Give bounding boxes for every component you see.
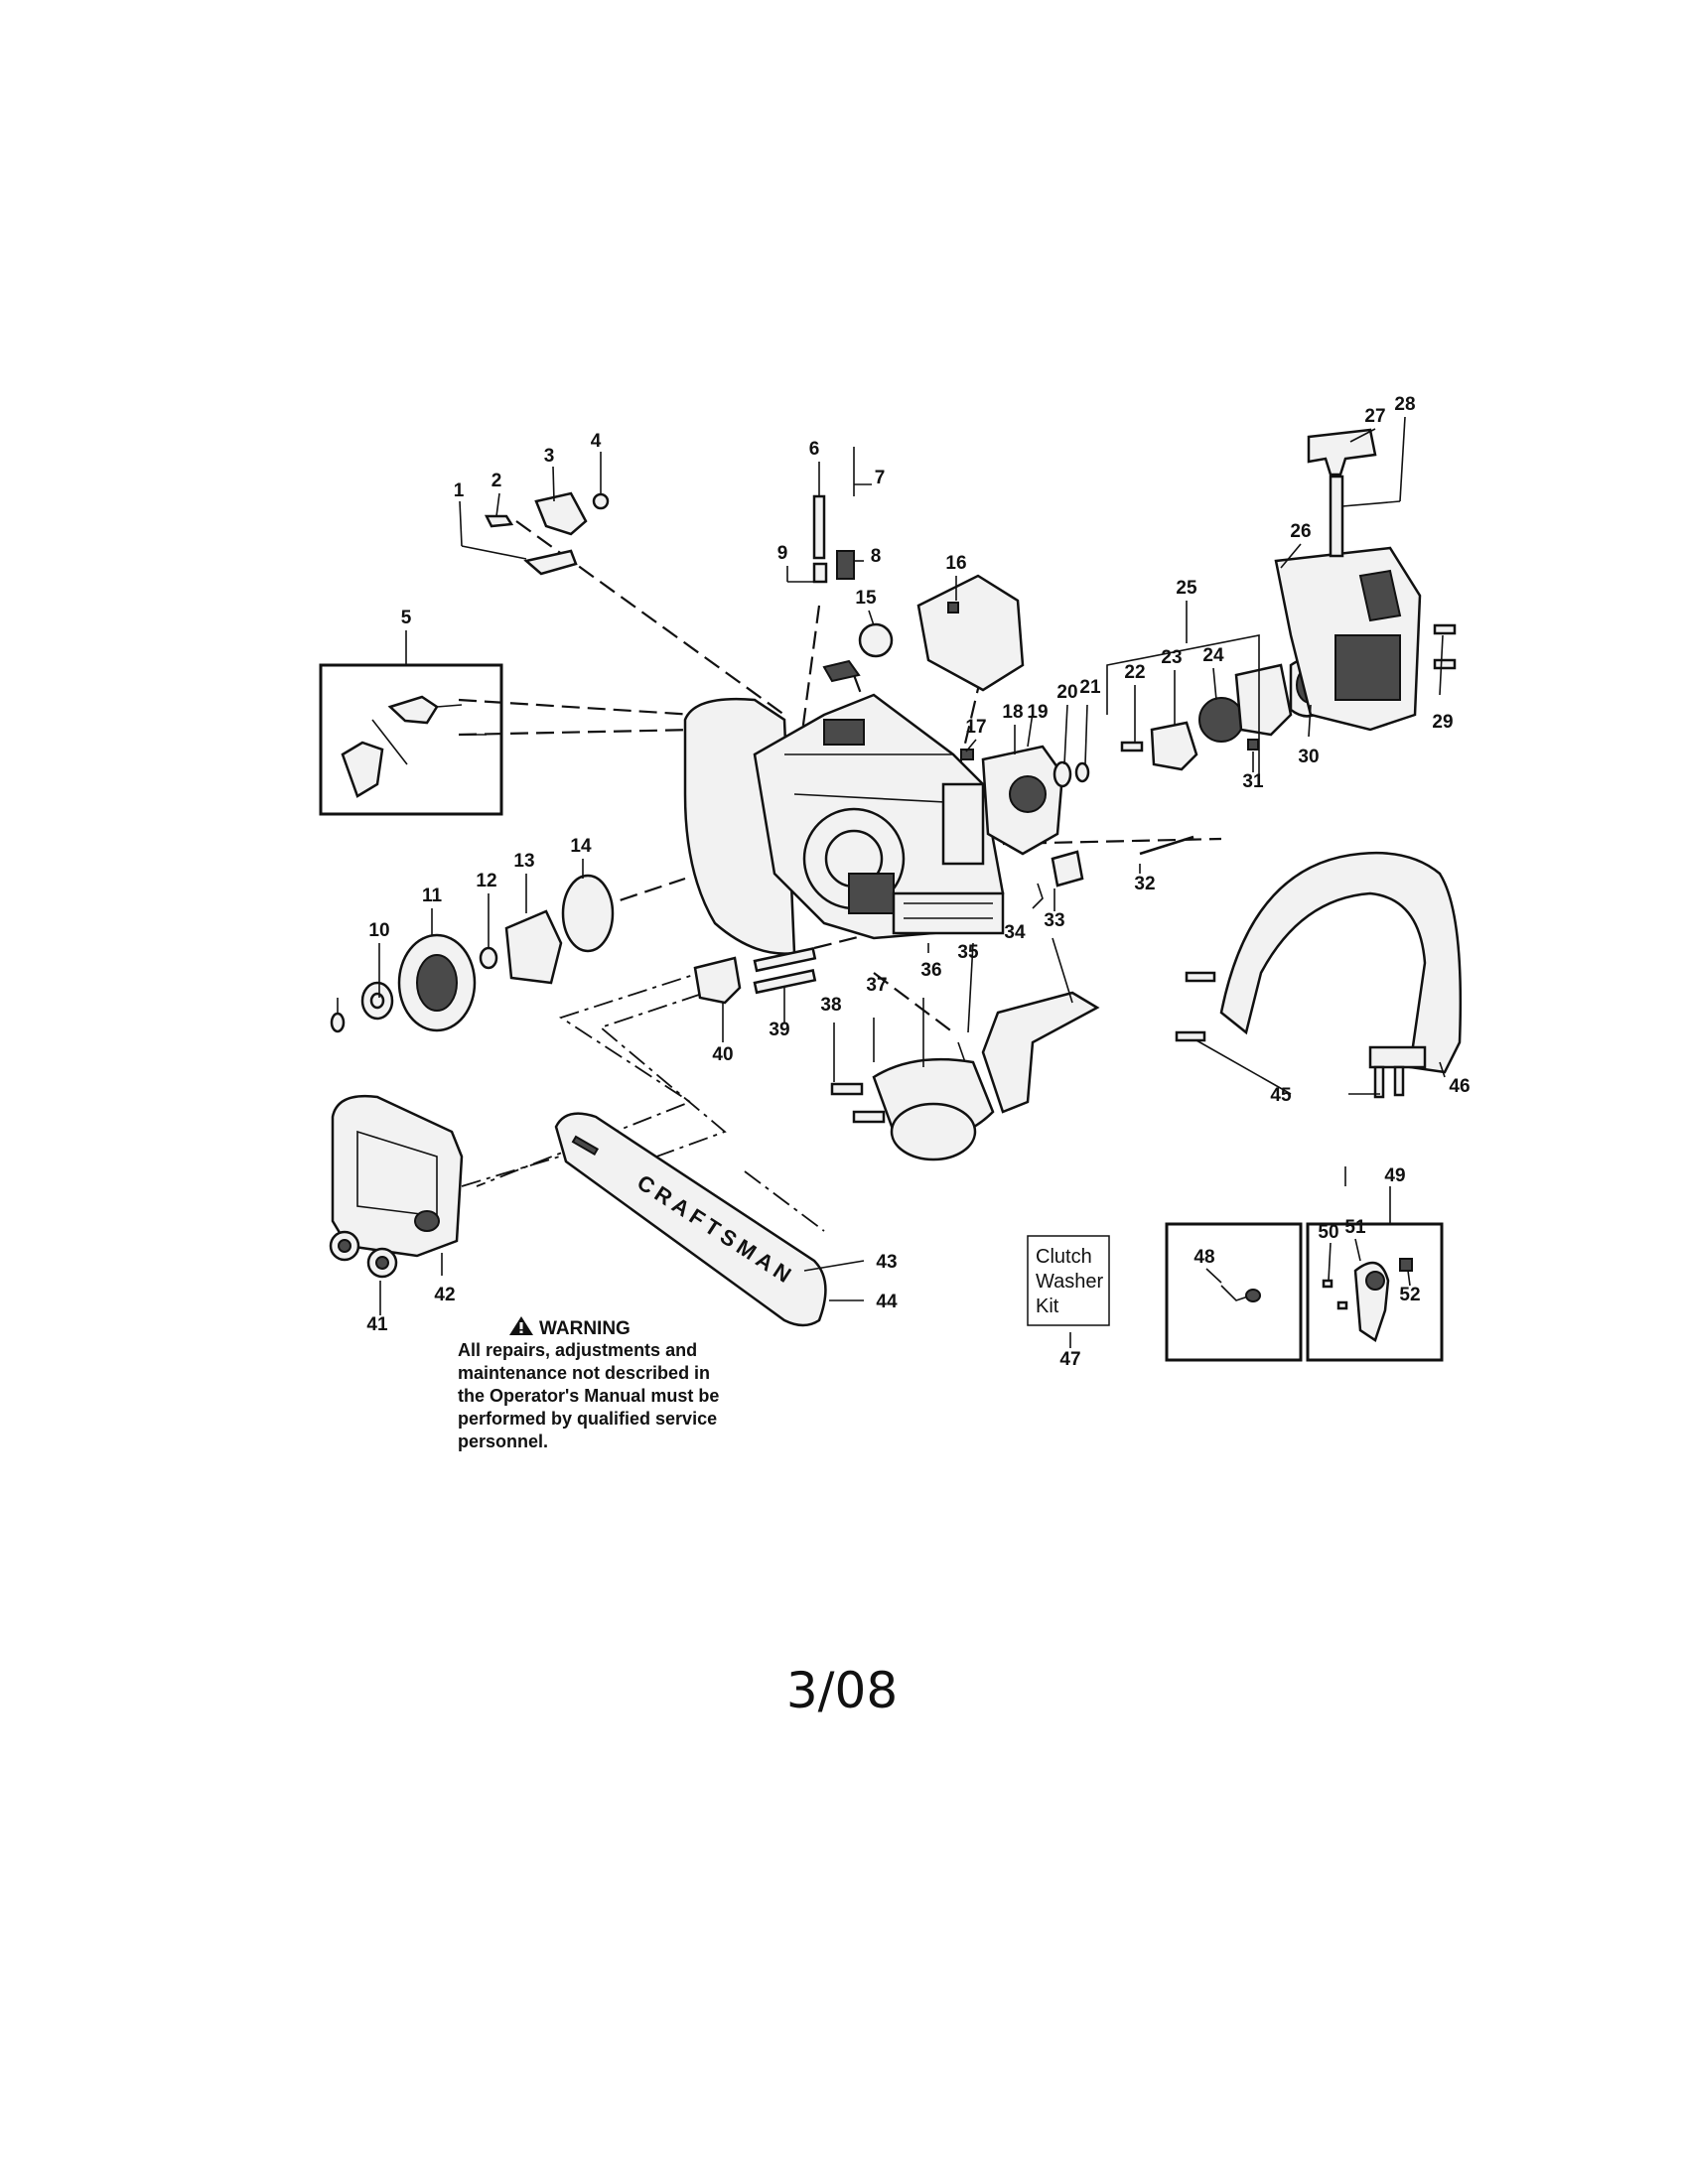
callout-22: 22 <box>1124 662 1145 683</box>
handles <box>1175 851 1463 1099</box>
callout-46: 46 <box>1449 1076 1470 1097</box>
oiler-kit-boxes <box>1165 1222 1444 1362</box>
callout-27: 27 <box>1364 406 1385 427</box>
callout-48: 48 <box>1193 1247 1214 1268</box>
clutch-washer-kit: Clutch Washer Kit <box>1027 1235 1110 1326</box>
callout-28: 28 <box>1394 394 1415 415</box>
callout-3: 3 <box>544 446 555 467</box>
callout-37: 37 <box>866 975 887 996</box>
callout-24: 24 <box>1202 645 1224 666</box>
trigger-kit <box>319 663 503 816</box>
callout-30: 30 <box>1298 747 1319 767</box>
warning-line-2: maintenance not described in <box>458 1363 710 1383</box>
callout-11: 11 <box>422 886 443 906</box>
callout-8: 8 <box>871 546 882 567</box>
callout-23: 23 <box>1161 647 1182 668</box>
callout-5: 5 <box>401 608 412 628</box>
leader-lines <box>337 416 1446 1348</box>
callout-21: 21 <box>1079 677 1101 698</box>
warning-icon <box>509 1316 533 1335</box>
warning-line-4: performed by qualified service <box>458 1409 717 1429</box>
top-left-parts <box>484 447 1025 760</box>
callout-19: 19 <box>1027 702 1048 723</box>
callout-20: 20 <box>1056 682 1077 703</box>
callout-7: 7 <box>875 468 886 488</box>
callout-25: 25 <box>1176 578 1197 599</box>
callout-26: 26 <box>1290 521 1311 542</box>
callout-34: 34 <box>1004 922 1026 943</box>
callout-47: 47 <box>1059 1349 1080 1370</box>
callout-29: 29 <box>1432 712 1453 733</box>
callout-42: 42 <box>434 1285 455 1305</box>
callout-15: 15 <box>855 588 877 609</box>
callout-6: 6 <box>809 439 820 460</box>
callout-50: 50 <box>1318 1222 1338 1243</box>
callout-16: 16 <box>945 553 966 574</box>
callout-51: 51 <box>1344 1217 1366 1238</box>
callout-1: 1 <box>454 480 465 501</box>
engine-housing <box>683 693 1005 955</box>
callout-39: 39 <box>769 1020 789 1040</box>
guide-bar: CRAFTSMAN <box>554 1112 827 1327</box>
warning-line-5: personnel. <box>458 1432 548 1451</box>
callout-43: 43 <box>876 1252 897 1273</box>
warning-note: WARNING All repairs, adjustments and mai… <box>458 1316 719 1451</box>
callout-17: 17 <box>965 717 986 738</box>
clutch-parts <box>330 874 615 1033</box>
callout-9: 9 <box>777 543 788 564</box>
callout-41: 41 <box>366 1314 388 1335</box>
kit-line-3: Kit <box>1036 1296 1059 1317</box>
warning-line-3: the Operator's Manual must be <box>458 1386 719 1406</box>
callout-36: 36 <box>920 960 941 981</box>
brake-parts <box>693 947 1100 1161</box>
callout-45: 45 <box>1270 1085 1292 1106</box>
callout-10: 10 <box>368 920 389 941</box>
kit-line-1: Clutch <box>1036 1246 1092 1268</box>
callout-52: 52 <box>1399 1285 1420 1305</box>
callout-33: 33 <box>1044 910 1064 931</box>
callout-40: 40 <box>712 1044 733 1065</box>
callout-32: 32 <box>1134 874 1155 894</box>
callout-38: 38 <box>820 995 841 1016</box>
warning-title: WARNING <box>539 1318 631 1339</box>
right-side-parts <box>981 428 1457 909</box>
page-date: 3/08 <box>786 1662 898 1719</box>
callout-13: 13 <box>513 851 534 872</box>
kit-line-2: Washer <box>1036 1271 1104 1293</box>
callout-44: 44 <box>876 1292 898 1312</box>
callout-35: 35 <box>957 942 979 963</box>
sprocket-cover <box>329 1094 577 1279</box>
callout-18: 18 <box>1002 702 1023 723</box>
callout-31: 31 <box>1242 771 1264 792</box>
callout-2: 2 <box>491 471 502 491</box>
callout-12: 12 <box>476 871 496 891</box>
callout-49: 49 <box>1384 1165 1405 1186</box>
callout-14: 14 <box>570 836 592 857</box>
warning-line-1: All repairs, adjustments and <box>458 1340 697 1360</box>
callout-4: 4 <box>591 431 602 452</box>
callout-numbers: 1 2 3 4 5 6 7 8 9 10 11 12 13 14 15 16 1… <box>366 394 1470 1370</box>
